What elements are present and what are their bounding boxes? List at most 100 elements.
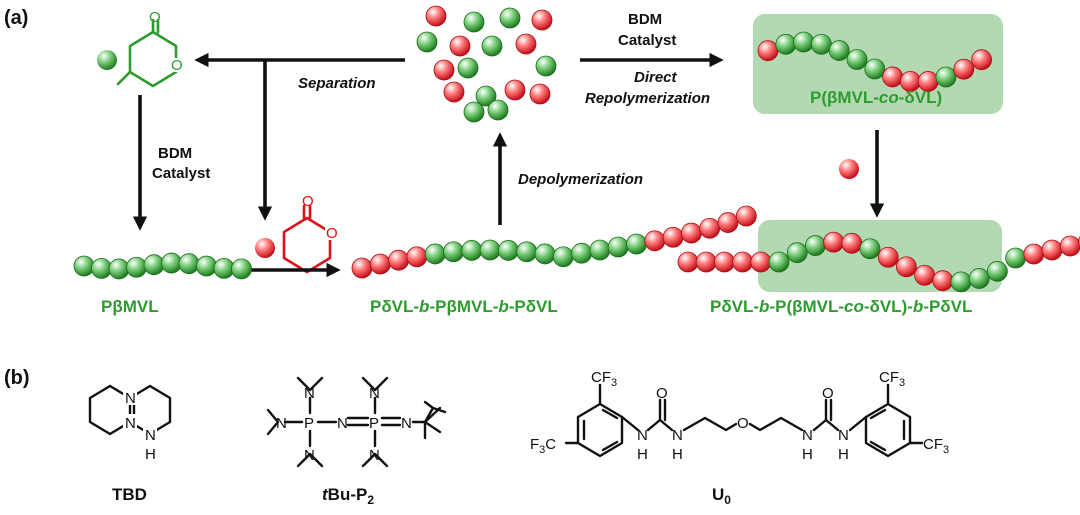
- direct-label-2: Repolymerization: [585, 90, 710, 107]
- tbd-h: H: [145, 446, 156, 463]
- random-copolymer-bead: [882, 66, 903, 88]
- dvl-ring-o-label: O: [326, 225, 338, 242]
- final-polymer-bead: [859, 238, 881, 260]
- p2-n-right: N: [401, 415, 412, 432]
- final-polymer-bead: [932, 270, 954, 292]
- final-polymer-bead: [896, 256, 917, 278]
- homopolymer-bead: [73, 255, 95, 277]
- final-polymer-bead: [750, 251, 772, 273]
- monomer-bead: [529, 83, 551, 105]
- ring-o-label: O: [171, 57, 183, 74]
- triblock-bead: [479, 239, 501, 261]
- tbd-n-top: N: [125, 390, 136, 407]
- u0-n-2: N: [672, 427, 683, 444]
- homopolymer-bead: [231, 258, 252, 280]
- final-polymer-bead: [1059, 235, 1080, 257]
- p2-n-top-left: N: [304, 385, 315, 402]
- monomer-bead: [504, 79, 526, 101]
- monomer-bead: [416, 31, 438, 53]
- random-copolymer-bead: [846, 49, 868, 70]
- homopolymer-bead: [108, 258, 130, 280]
- triblock-bead: [735, 205, 757, 227]
- monomer-bead: [443, 81, 465, 103]
- final-polymer-bead: [732, 251, 753, 273]
- p2-n-top-right: N: [369, 385, 380, 402]
- monomer-cloud: [416, 5, 557, 123]
- final-polymer-bead: [768, 251, 790, 273]
- final-polymer-bead: [695, 251, 717, 273]
- triblock-bead: [369, 253, 391, 275]
- monomer-bead: [481, 35, 503, 57]
- final-polymer-bead: [968, 268, 990, 289]
- u0-n-1: N: [637, 427, 648, 444]
- final-polymer-label: PδVL-b-P(βMVL-co-δVL)-b-PδVL: [710, 297, 972, 316]
- tbd-n-mid: N: [125, 415, 136, 432]
- u0-structure: CF3 F3C O N H N H O O N H N H CF3: [530, 369, 949, 463]
- u0-ether-o: O: [737, 415, 749, 432]
- p2-n-bottom-right: N: [369, 447, 380, 464]
- p2-n-bottom-left: N: [304, 447, 315, 464]
- u0-n-4: N: [838, 427, 849, 444]
- final-polymer-bead: [1041, 239, 1063, 261]
- direct-label-1: Direct: [634, 69, 678, 86]
- u0-cf3-left-top: CF3: [591, 369, 617, 389]
- monomer-green-bead: [97, 50, 117, 70]
- random-copolymer-bead: [811, 33, 832, 55]
- u0-h-2: H: [672, 446, 683, 463]
- random-copolymer-bead: [864, 58, 886, 80]
- homopolymer-bead: [91, 257, 112, 279]
- dvl-carbonyl-o-label: O: [302, 193, 314, 210]
- tbu-p2-label: tBu-P2: [322, 485, 374, 507]
- triblock-bead: [534, 243, 556, 265]
- monomer-bead: [449, 35, 471, 57]
- monomer-bead: [499, 7, 521, 29]
- triblock-bead: [626, 233, 647, 255]
- triblock-bead: [607, 236, 629, 258]
- triblock-bead: [681, 222, 702, 244]
- monomer-bead: [457, 57, 479, 79]
- final-polymer-bead: [786, 242, 808, 264]
- triblock-bead: [571, 242, 592, 264]
- monomer-bead: [487, 99, 509, 121]
- u0-urea-o-right: O: [822, 385, 834, 402]
- panel-a-label: (a): [4, 7, 28, 29]
- triblock-label: PδVL-b-PβMVL-b-PδVL: [370, 297, 558, 316]
- random-copolymer-bead: [953, 58, 975, 80]
- monomer-bead: [463, 101, 485, 123]
- tbd-n-bottom: N: [145, 427, 156, 444]
- homopolymer-bead: [143, 254, 165, 276]
- monomer-bead: [515, 33, 537, 55]
- final-polymer-bead: [841, 232, 863, 254]
- tbd-structure: N N N H: [88, 384, 172, 463]
- u0-h-4: H: [838, 446, 849, 463]
- added-red-bead: [839, 159, 859, 179]
- monomer-bead: [531, 9, 553, 31]
- triblock-bead: [351, 257, 373, 279]
- triblock-bead: [388, 249, 410, 271]
- panel-b-label: (b): [4, 367, 30, 389]
- random-copolymer-bead: [775, 33, 797, 55]
- triblock-bead: [497, 240, 519, 261]
- random-copolymer-bead: [828, 40, 850, 61]
- homopolymer-bead: [126, 256, 147, 278]
- delta-vl-monomer-structure: O O: [255, 193, 338, 274]
- final-polymer-bead: [677, 251, 699, 273]
- separation-label: Separation: [298, 75, 376, 92]
- p2-n-bridge: N: [337, 415, 348, 432]
- u0-cf3-right: CF3: [923, 436, 949, 456]
- arrow-separation: [194, 52, 405, 221]
- bdm-left-label-2: Catalyst: [152, 165, 210, 182]
- p2-p-right: P: [369, 415, 379, 432]
- random-copolymer-label: P(βMVL-co-δVL): [810, 88, 942, 107]
- monomer-bead: [425, 5, 447, 27]
- final-polymer-chain: [677, 231, 1080, 293]
- u0-label: U0: [712, 485, 731, 507]
- triblock-bead: [461, 240, 483, 261]
- final-polymer-bead: [714, 251, 735, 273]
- tbd-label: TBD: [112, 485, 147, 504]
- triblock-bead: [552, 246, 574, 268]
- bdm-top-label-1: BDM: [628, 11, 662, 28]
- triblock-bead: [717, 212, 739, 233]
- random-copolymer-bead: [971, 49, 992, 71]
